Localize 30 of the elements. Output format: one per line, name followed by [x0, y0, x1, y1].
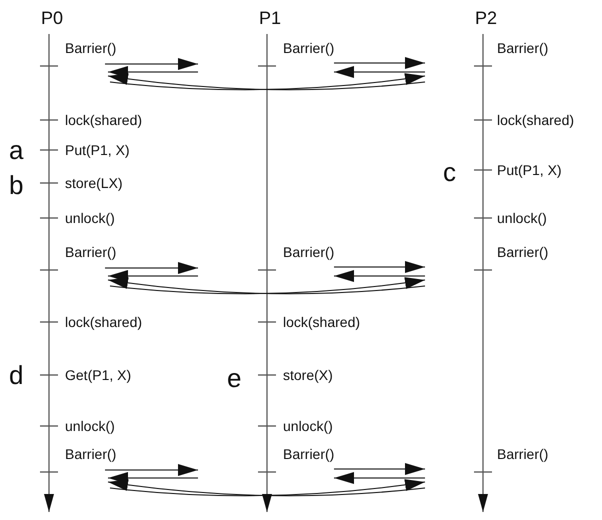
operation-label: unlock(): [283, 419, 333, 433]
operation-label: Barrier(): [497, 447, 548, 461]
step-letter: a: [9, 137, 24, 163]
step-letter: d: [9, 362, 24, 388]
process-label: P2: [475, 9, 498, 27]
process-label: P0: [41, 9, 64, 27]
operation-label: store(LX): [65, 176, 123, 190]
step-letter: e: [227, 365, 242, 391]
operation-label: Get(P1, X): [65, 368, 132, 382]
operation-label: unlock(): [65, 419, 115, 433]
operation-label: Barrier(): [65, 41, 116, 55]
step-letter: c: [443, 159, 456, 185]
operation-label: Barrier(): [65, 447, 116, 461]
operation-label: Barrier(): [283, 245, 334, 259]
operation-label: Put(P1, X): [65, 143, 130, 157]
operation-label: Barrier(): [65, 245, 116, 259]
operation-label: Put(P1, X): [497, 163, 562, 177]
process-label: P1: [259, 9, 282, 27]
operation-label: store(X): [283, 368, 333, 382]
operation-label: Barrier(): [283, 41, 334, 55]
operation-label: Barrier(): [497, 41, 548, 55]
operation-label: lock(shared): [283, 315, 360, 329]
operation-label: unlock(): [65, 211, 115, 225]
operation-label: Barrier(): [283, 447, 334, 461]
operation-label: lock(shared): [65, 113, 142, 127]
operation-label: Barrier(): [497, 245, 548, 259]
operation-label: unlock(): [497, 211, 547, 225]
operation-label: lock(shared): [497, 113, 574, 127]
step-letter: b: [9, 172, 24, 198]
operation-label: lock(shared): [65, 315, 142, 329]
